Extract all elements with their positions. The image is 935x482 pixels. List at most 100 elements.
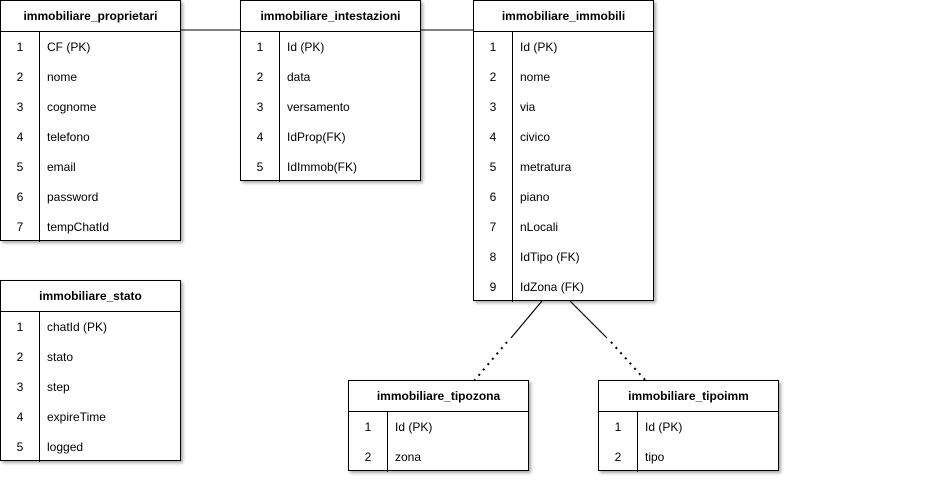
field-name: nLocali (520, 220, 559, 234)
field-name: IdProp(FK) (287, 130, 346, 144)
field-name: logged (47, 440, 84, 454)
field-name: Id (PK) (287, 40, 325, 54)
row-number: 8 (489, 250, 497, 264)
row-number: 7 (16, 220, 24, 234)
row-number: 2 (16, 70, 24, 84)
row-number: 2 (256, 70, 264, 84)
row-number: 4 (489, 130, 497, 144)
field-name: data (287, 70, 311, 84)
table-title: immobiliare_stato (1, 281, 180, 312)
table-title: immobiliare_tipozona (349, 381, 528, 412)
row-number: 4 (256, 130, 264, 144)
table-row: 2 tipo (599, 442, 778, 472)
field-name: telefono (47, 130, 90, 144)
table-immobili: immobiliare_immobili 1 Id (PK) 2 nome 3 via 4 c… (473, 0, 654, 302)
field-name: IdTipo (FK) (520, 250, 580, 264)
row-number: 2 (614, 450, 622, 464)
field-name: civico (520, 130, 551, 144)
link-immobili-tipoimm (569, 300, 608, 339)
field-name: tempChatId (47, 220, 110, 234)
table-row: 7 tempChatId (1, 212, 180, 242)
field-name: stato (47, 350, 74, 364)
field-name: password (47, 190, 99, 204)
field-name: via (520, 100, 536, 114)
link-immobili-tipozona-dotted (473, 341, 508, 382)
row-number: 1 (614, 420, 622, 434)
row-number: 6 (16, 190, 24, 204)
table-tipozona: immobiliare_tipozona 1 Id (PK) 2 zona (348, 380, 529, 472)
table-row: 2 zona (349, 442, 528, 472)
row-number: 9 (489, 280, 497, 294)
row-number: 3 (256, 100, 264, 114)
row-number: 6 (489, 190, 497, 204)
row-number: 5 (256, 160, 264, 174)
table-row: 9 IdZona (FK) (474, 272, 653, 302)
table-row: 3 cognome (1, 92, 180, 122)
field-name: cognome (47, 100, 97, 114)
row-number: 2 (489, 70, 497, 84)
table-row: 5 logged (1, 432, 180, 462)
field-name: email (47, 160, 76, 174)
table-row: 8 IdTipo (FK) (474, 242, 653, 272)
field-name: CF (PK) (47, 40, 91, 54)
table-row: 6 piano (474, 182, 653, 212)
table-row: 6 password (1, 182, 180, 212)
field-name: nome (520, 70, 551, 84)
table-row: 5 IdImmob(FK) (241, 152, 420, 182)
field-name: Id (PK) (395, 420, 433, 434)
row-number: 1 (364, 420, 372, 434)
table-row: 1 chatId (PK) (1, 312, 180, 342)
row-number: 3 (16, 100, 24, 114)
field-name: piano (520, 190, 550, 204)
table-row: 2 stato (1, 342, 180, 372)
field-name: metratura (520, 160, 572, 174)
table-row: 1 Id (PK) (474, 32, 653, 62)
table-title: immobiliare_proprietari (1, 1, 180, 32)
field-name: step (47, 380, 70, 394)
table-row: 1 Id (PK) (349, 412, 528, 442)
row-number: 5 (16, 440, 24, 454)
row-number: 4 (16, 410, 24, 424)
row-number: 3 (489, 100, 497, 114)
field-name: zona (395, 450, 422, 464)
row-number: 5 (489, 160, 497, 174)
table-row: 4 expireTime (1, 402, 180, 432)
table-row: 2 data (241, 62, 420, 92)
table-row: 5 metratura (474, 152, 653, 182)
table-title: immobiliare_intestazioni (241, 1, 420, 32)
field-name: IdImmob(FK) (287, 160, 358, 174)
table-row: 1 Id (PK) (241, 32, 420, 62)
row-number: 1 (256, 40, 264, 54)
row-number: 1 (16, 320, 24, 334)
table-title: immobiliare_immobili (474, 1, 653, 32)
table-row: 4 IdProp(FK) (241, 122, 420, 152)
field-name: IdZona (FK) (520, 280, 585, 294)
table-row: 7 nLocali (474, 212, 653, 242)
row-number: 2 (364, 450, 372, 464)
row-number: 5 (16, 160, 24, 174)
row-number: 1 (489, 40, 497, 54)
field-name: chatId (PK) (47, 320, 108, 334)
field-name: Id (PK) (520, 40, 558, 54)
field-name: expireTime (47, 410, 106, 424)
table-row: 3 via (474, 92, 653, 122)
row-number: 7 (489, 220, 497, 234)
field-name: tipo (645, 450, 665, 464)
table-row: 2 nome (474, 62, 653, 92)
table-row: 4 civico (474, 122, 653, 152)
table-row: 5 email (1, 152, 180, 182)
table-title: immobiliare_tipoimm (599, 381, 778, 412)
link-immobili-tipoimm-dotted (610, 341, 647, 382)
row-number: 2 (16, 350, 24, 364)
